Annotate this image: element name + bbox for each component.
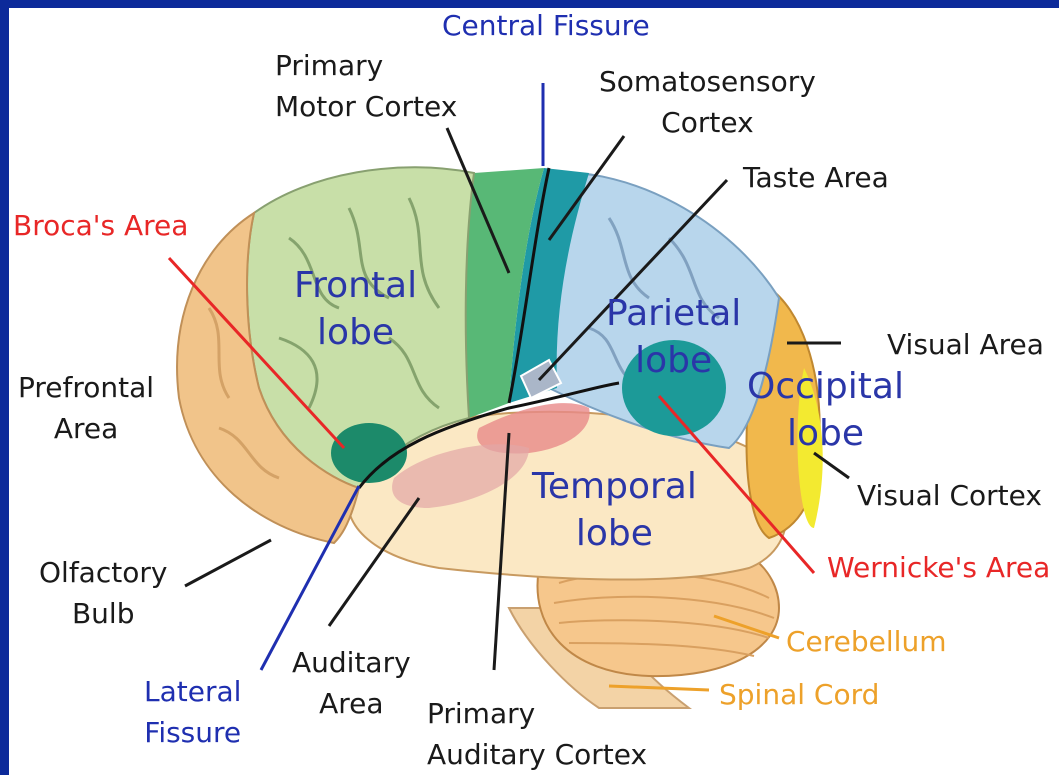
label-cerebellum: Cerebellum [786, 622, 946, 663]
label-somatosensory-cortex: Somatosensory Cortex [599, 62, 816, 143]
label-spinal-cord: Spinal Cord [719, 675, 879, 716]
label-auditary-area: Auditary Area [292, 643, 411, 724]
label-frontal-lobe: Frontal lobe [294, 263, 417, 357]
label-lateral-fissure: Lateral Fissure [144, 672, 241, 753]
label-wernickes-area: Wernicke's Area [827, 548, 1050, 589]
label-occipital-lobe: Occipital lobe [747, 364, 904, 458]
label-central-fissure: Central Fissure [442, 8, 650, 47]
label-brocas-area: Broca's Area [13, 206, 188, 247]
olfactory-bulb-pointer [185, 540, 271, 586]
label-primary-auditory-cortex: Primary Auditary Cortex [427, 694, 647, 775]
label-temporal-lobe: Temporal lobe [532, 464, 697, 558]
label-primary-motor-cortex: Primary Motor Cortex [275, 46, 457, 127]
label-taste-area: Taste Area [743, 158, 889, 199]
label-olfactory-bulb: Olfactory Bulb [39, 553, 167, 634]
label-visual-area: Visual Area [887, 325, 1044, 366]
label-prefrontal-area: Prefrontal Area [18, 368, 154, 449]
diagram-frame: Central Fissure Primary Motor Cortex Som… [9, 8, 1059, 775]
label-parietal-lobe: Parietal lobe [606, 291, 741, 385]
label-visual-cortex: Visual Cortex [857, 476, 1042, 517]
